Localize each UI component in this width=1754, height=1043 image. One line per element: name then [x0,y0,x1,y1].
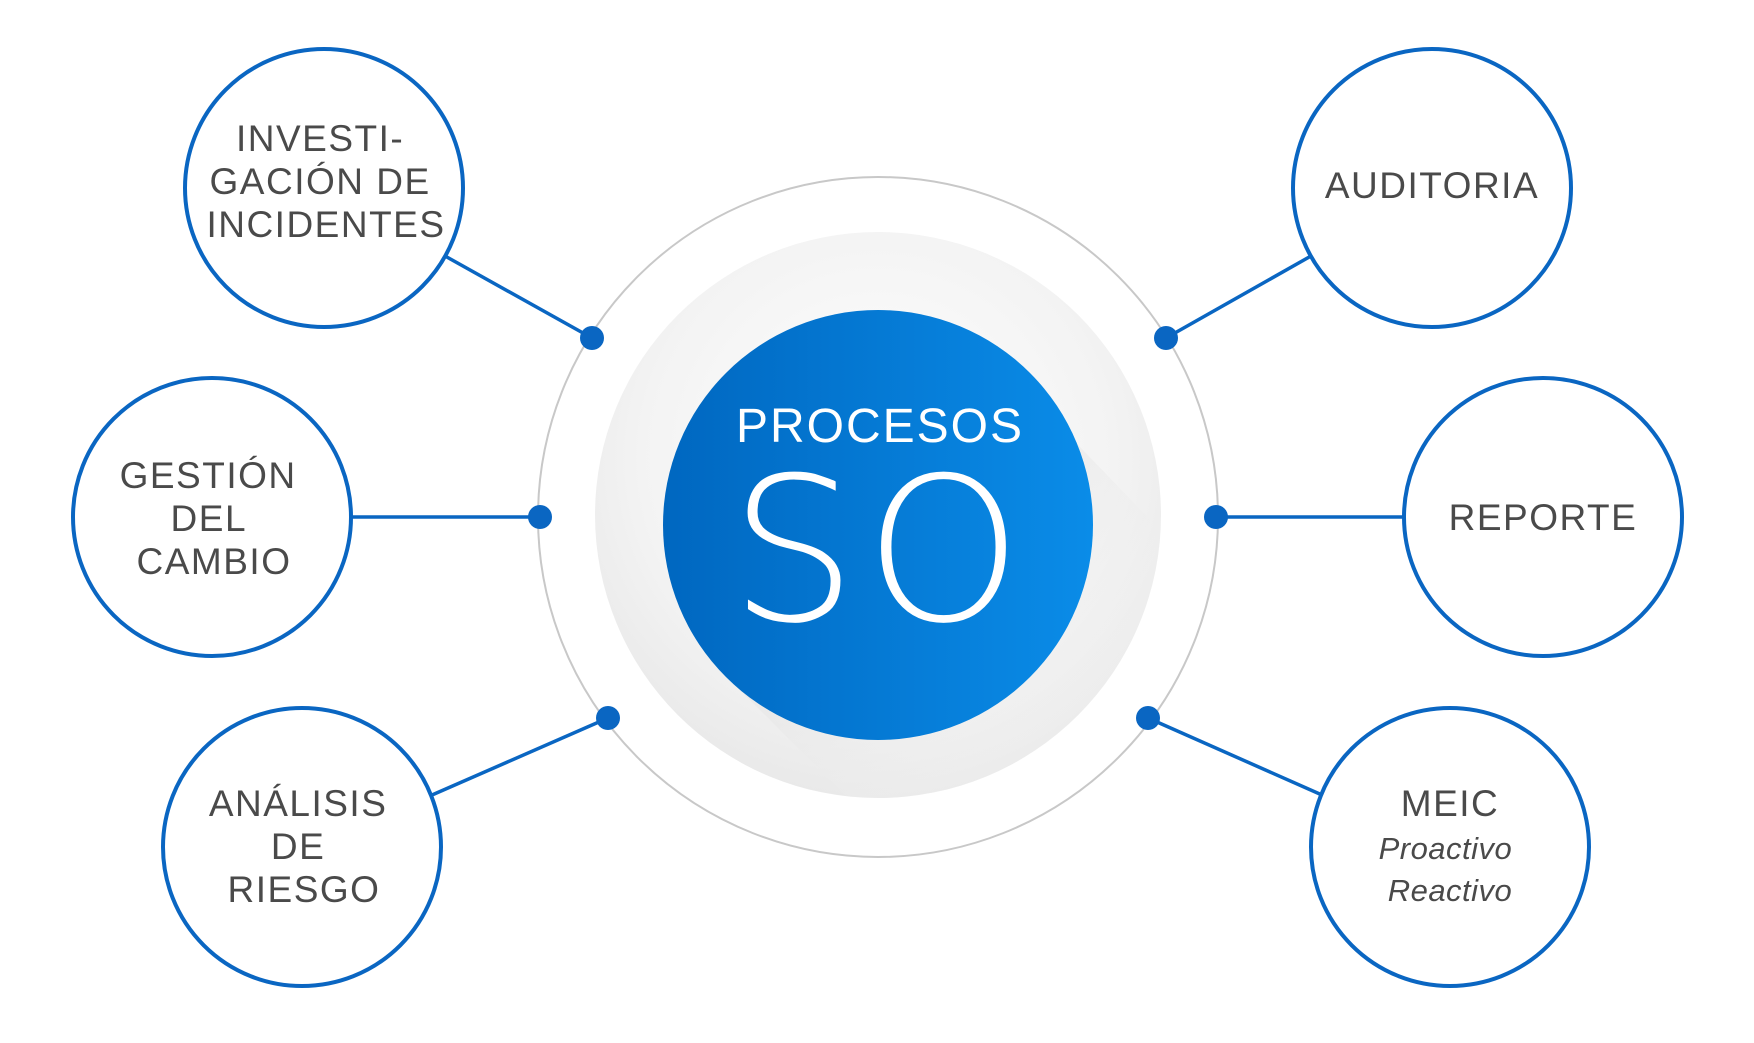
connector-meic [1147,716,1323,797]
node-meic-circle [1309,706,1591,988]
node-analisis-circle [161,706,443,988]
node-gestion-circle [71,376,353,658]
dot-meic [1136,706,1160,730]
connector-auditoria [1165,254,1312,340]
node-line: AUDITORIA [1325,165,1539,206]
node-line: ANÁLISIS [209,783,388,824]
dot-gestion [528,505,552,529]
connector-investigacion [444,254,593,340]
node-line: INVESTI- [236,118,404,159]
node-meic: MEIC Proactivo Reactivo [1309,706,1591,988]
node-auditoria-circle [1291,47,1573,329]
connector-lines [352,254,1406,797]
node-investigacion-label: INVESTI- GACIÓN DE INCIDENTES [206,118,445,245]
node-gestion: GESTIÓN DEL CAMBIO [71,376,353,658]
hub-circle [663,310,1093,740]
node-investigacion: INVESTI- GACIÓN DE INCIDENTES [183,47,465,329]
hub-title-big: SO [730,435,1030,668]
node-line: MEIC [1401,783,1500,824]
node-line: RIESGO [228,869,381,910]
node-reporte: REPORTE [1402,376,1684,658]
dot-analisis [596,706,620,730]
node-line: CAMBIO [137,541,292,582]
node-analisis: ANÁLISIS DE RIESGO [161,706,443,988]
node-auditoria-label: AUDITORIA [1325,165,1539,206]
node-reporte-label: REPORTE [1449,497,1638,538]
node-line: DEL [171,498,246,539]
dot-investigacion [580,326,604,350]
node-investigacion-circle [183,47,465,329]
node-line: GACIÓN DE [210,161,431,202]
connector-analisis [431,716,609,797]
node-auditoria: AUDITORIA [1291,47,1573,329]
dot-auditoria [1154,326,1178,350]
dot-reporte [1204,505,1228,529]
node-analisis-label: ANÁLISIS DE RIESGO [209,783,399,910]
node-line-italic: Reactivo [1388,873,1513,908]
node-line: INCIDENTES [206,204,445,245]
node-reporte-circle [1402,376,1684,658]
node-line-italic: Proactivo [1379,831,1513,866]
node-line: DE [271,826,325,867]
connector-dots [528,326,1228,730]
node-meic-label: MEIC [1401,783,1500,824]
node-gestion-label: GESTIÓN DEL CAMBIO [120,455,309,582]
node-meic-sublabel: Proactivo Reactivo [1379,831,1522,908]
node-line: REPORTE [1449,497,1638,538]
hub-title-small: PROCESOS [736,400,1024,453]
node-line: GESTIÓN [120,455,297,496]
